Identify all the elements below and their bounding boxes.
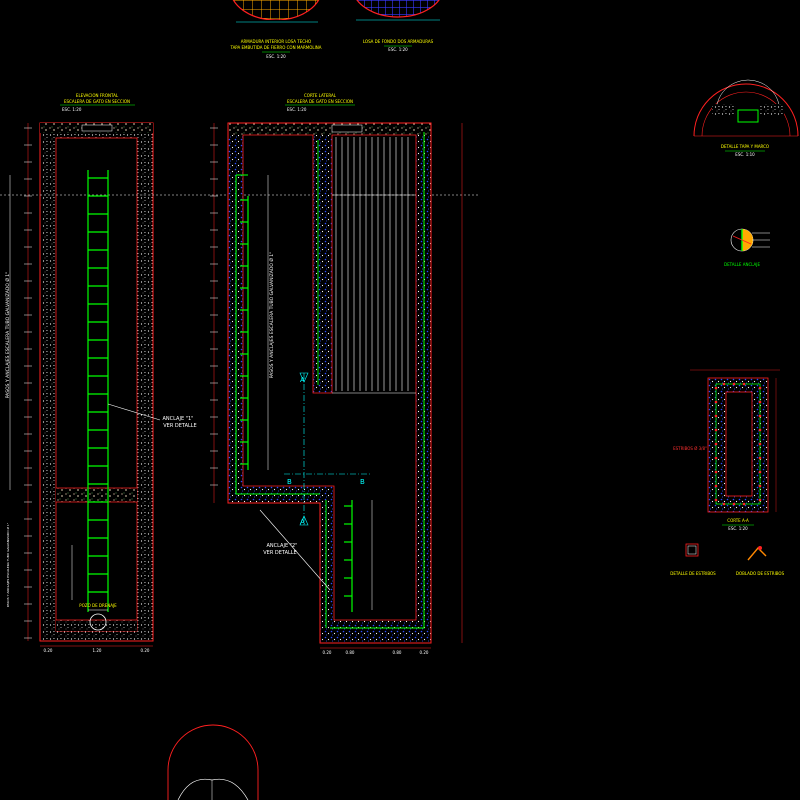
front-vertical-note-lower: PASOS Y ANCLAJES ESCALERA TUBO GALVANIZA… (5, 522, 10, 607)
rebar-dot (732, 502, 736, 506)
anchor-1-ref: VER DETALLE (163, 423, 196, 429)
sump-circle (89, 613, 107, 631)
front-scale: ESC. 1:20 (62, 107, 82, 112)
side-scale: ESC. 1:20 (287, 107, 307, 112)
stirrup-details: DETALLE DE ESTRIBOS DOBLADO DE ESTRIBOS (670, 543, 785, 576)
stirrup-left: DETALLE DE ESTRIBOS (670, 571, 716, 576)
front-dim-1: 0.20 (44, 648, 53, 653)
cut-b-right: B (360, 478, 365, 486)
left-scale: ESC. 1:20 (266, 54, 286, 59)
rebar-dot (758, 484, 762, 488)
top-left-slab-detail: ARMADURA INTERIOR LOSA TECHO TAPA EMBUTI… (229, 0, 322, 59)
arch-detail: DETALLE TAPA Y MARCO ESC. 1:10 (693, 79, 799, 157)
anchor-1-label: ANCLAJE "1" (163, 416, 194, 422)
side-dim-ticks (210, 127, 218, 486)
circle-caption: DETALLE ANCLAJE (724, 262, 760, 267)
rebar-dot (714, 456, 718, 460)
right-scale: ESC. 1:20 (388, 47, 408, 52)
rebar-dot (742, 382, 746, 386)
side-subtitle: ESCALERA DE GATO EN SECCION (287, 99, 353, 104)
front-vertical-note: PASOS Y ANCLAJES ESCALERA TUBO GALVANIZA… (4, 272, 11, 399)
front-dim-3: 0.20 (141, 648, 150, 653)
side-title: CORTE LATERAL (304, 93, 337, 98)
rebar-dot (714, 470, 718, 474)
front-dim-ticks (24, 127, 32, 639)
sump-note: POZO DE DRENAJE (79, 603, 117, 608)
cut-b-left: B (287, 478, 292, 486)
rebar-dot (714, 484, 718, 488)
rebar-dot (732, 382, 736, 386)
rebar-dot (758, 498, 762, 502)
rebar-note: ESTRIBOS Ø 3/8" (673, 446, 707, 451)
side-ladder-upper (240, 196, 249, 470)
rebar-dot (758, 456, 762, 460)
rebar-dot (714, 414, 718, 418)
stirrup-right: DOBLADO DE ESTRIBOS (736, 571, 785, 576)
corte-aa-detail: ESTRIBOS Ø 3/8" CORTE A-A ESC. 1:20 (673, 369, 780, 531)
front-subtitle: ESCALERA DE GATO EN SECCION (64, 99, 130, 104)
rebar-dot (714, 498, 718, 502)
corte-title: CORTE A-A (727, 518, 749, 523)
rebar-dot (758, 400, 762, 404)
side-vertical-note: PASOS Y ANCLAJES ESCALERA TUBO GALVANIZA… (268, 252, 275, 379)
rebar-dot (742, 502, 746, 506)
side-section: CORTE LATERAL ESCALERA DE GATO EN SECCIO… (210, 93, 463, 655)
front-elevation: ELEVACION FRONTAL ESCALERA DE GATO EN SE… (0, 93, 480, 653)
rebar-dot (722, 382, 726, 386)
front-dim-2: 1.20 (93, 648, 102, 653)
rebar-dot (714, 386, 718, 390)
anchor-2-label: ANCLAJE "2" (267, 543, 298, 549)
side-dim-3: 0.80 (393, 650, 402, 655)
top-right-slab-detail: LOSA DE FONDO DOS ARMADURAS ESC. 1:20 (356, 0, 440, 52)
rebar-dot (714, 400, 718, 404)
left-caption-1: ARMADURA INTERIOR LOSA TECHO (241, 39, 311, 44)
side-dim-4: 0.20 (420, 650, 429, 655)
circle-anchor-detail: DETALLE ANCLAJE (724, 228, 770, 267)
rebar-dot (758, 386, 762, 390)
rebar-dot (758, 414, 762, 418)
side-dim-2: 0.80 (346, 650, 355, 655)
right-caption: LOSA DE FONDO DOS ARMADURAS (363, 39, 434, 44)
rebar-dot (722, 502, 726, 506)
rebar-dot (714, 442, 718, 446)
anchor-2-ref: VER DETALLE (263, 550, 296, 556)
rebar-dot (758, 470, 762, 474)
left-caption-2: TAPA EMBUTIDA DE FIERRO CON MARMOLINA (229, 45, 321, 50)
front-title: ELEVACION FRONTAL (76, 93, 119, 98)
cut-a-top: A (300, 376, 305, 384)
shaft-hatch (335, 137, 409, 391)
arch-caption: DETALLE TAPA Y MARCO (721, 144, 769, 149)
rebar-dot (758, 442, 762, 446)
side-ladder-lower (344, 500, 353, 612)
corte-scale: ESC. 1:20 (728, 526, 748, 531)
arch-scale: ESC. 1:10 (735, 152, 755, 157)
rebar-dot (758, 428, 762, 432)
front-mid-slab (56, 488, 137, 502)
side-dim-1: 0.20 (323, 650, 332, 655)
cut-a-bottom: A (300, 518, 305, 526)
front-ladder (87, 170, 109, 612)
rebar-dot (714, 428, 718, 432)
bottom-partial-detail (167, 724, 259, 800)
side-outline (227, 122, 432, 644)
